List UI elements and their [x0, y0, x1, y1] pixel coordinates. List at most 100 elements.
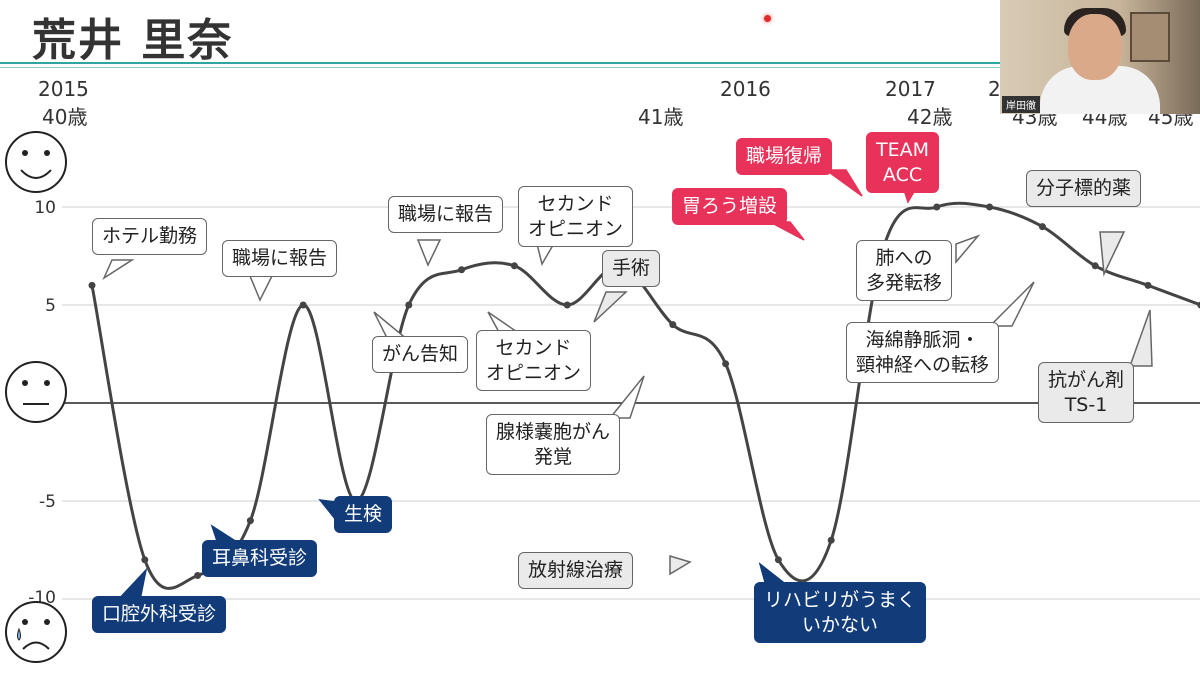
event-callout: 肺への多発転移: [856, 240, 953, 302]
event-callout: がん告知: [372, 336, 469, 373]
callout-tail: [608, 375, 645, 419]
event-callout: 胃ろう増設: [672, 188, 788, 225]
callout-text-line: TEAM: [876, 139, 930, 161]
callout-tail: [1128, 309, 1153, 367]
presenter-name-tag: 岸田徹: [1002, 96, 1040, 113]
y-tick-label: 5: [45, 296, 56, 316]
callout-text-line: 胃ろう増設: [682, 195, 778, 217]
callout-tail: [669, 554, 692, 576]
title-rule-thin: [0, 67, 1010, 68]
callout-text-line: 頸神経への転移: [856, 353, 990, 376]
event-callout: 放射線治療: [518, 552, 634, 589]
event-callout: 職場に報告: [388, 196, 504, 233]
callout-text-line: 海綿静脈洞・: [865, 329, 980, 351]
slide-title: 荒井 里奈: [32, 15, 234, 66]
callout-text-line: 口腔外科受診: [102, 603, 217, 625]
callout-tail: [988, 281, 1035, 327]
callout-text-line: ホテル勤務: [102, 225, 198, 247]
data-point: [722, 360, 730, 368]
data-point: [194, 571, 202, 579]
callout-text-line: 多発転移: [866, 271, 943, 294]
callout-text-line: オピニオン: [528, 217, 624, 240]
year-header: 2017: [885, 77, 936, 101]
callout-text-line: いかない: [802, 613, 879, 636]
presenter-face: [1068, 14, 1122, 80]
title-rule: [0, 62, 1010, 64]
data-point: [563, 301, 571, 309]
callout-text-line: 腺様嚢胞がん: [496, 421, 611, 443]
year-header: 2: [988, 77, 1001, 101]
callout-text-line: 分子標的薬: [1036, 177, 1132, 199]
callout-text-line: 生検: [344, 503, 383, 525]
data-point: [88, 281, 96, 289]
callout-tail: [416, 239, 442, 267]
callout-text-line: がん告知: [382, 343, 459, 365]
event-callout: 口腔外科受診: [92, 596, 227, 633]
age-header: 40歳: [42, 105, 88, 129]
callout-tail: [593, 291, 628, 323]
year-header: 2015: [38, 77, 89, 101]
y-tick-label: -5: [39, 492, 56, 512]
callout-text-line: 職場復帰: [746, 145, 823, 167]
happy-face-icon: [5, 131, 67, 193]
callout-text-line: 肺への: [875, 247, 933, 269]
data-point: [510, 262, 518, 270]
y-tick-label: 10: [34, 198, 56, 218]
data-point: [1144, 281, 1152, 289]
callout-text-line: ACC: [882, 163, 923, 186]
callout-tail: [769, 221, 805, 241]
data-point: [458, 266, 466, 274]
callout-text-line: セカンド: [495, 337, 572, 359]
data-point: [986, 203, 994, 211]
webcam-overlay: 岸田徹: [1000, 0, 1200, 114]
callout-text-line: 手術: [612, 257, 651, 279]
event-callout: 職場に報告: [222, 240, 338, 277]
event-callout: ホテル勤務: [92, 218, 208, 255]
data-point: [405, 301, 413, 309]
event-callout: 職場復帰: [736, 138, 833, 175]
event-callout: 生検: [334, 496, 393, 533]
callout-tail: [102, 259, 135, 280]
event-callout: 腺様嚢胞がん発覚: [486, 414, 621, 476]
callout-text-line: TS-1: [1064, 393, 1108, 416]
callout-text-line: 放射線治療: [528, 559, 624, 581]
wall-picture: [1130, 12, 1170, 62]
laser-pointer-dot: [764, 15, 771, 22]
callout-tail: [248, 275, 274, 302]
callout-text-line: 耳鼻科受診: [212, 547, 308, 569]
event-callout: セカンドオピニオン: [518, 186, 634, 248]
callout-tail: [1099, 231, 1126, 277]
data-point: [141, 556, 149, 564]
callout-text-line: セカンド: [537, 193, 614, 215]
callout-text-line: オピニオン: [486, 361, 582, 384]
data-point: [1091, 262, 1099, 270]
event-callout: 手術: [602, 250, 661, 287]
grid-lines: [62, 206, 1200, 600]
event-callout: セカンドオピニオン: [476, 330, 592, 392]
data-point: [1197, 301, 1200, 309]
age-header: 42歳: [907, 105, 953, 129]
callout-text-line: リハビリがうまく: [764, 589, 917, 611]
neutral-face-icon: [5, 361, 67, 423]
data-point: [933, 203, 941, 211]
year-header: 2016: [720, 77, 771, 101]
event-callout: 分子標的薬: [1026, 170, 1142, 207]
callout-tail: [955, 234, 981, 265]
callout-text-line: 抗がん剤: [1048, 369, 1125, 391]
callout-tail: [823, 169, 863, 197]
sad-face-icon: [5, 601, 67, 663]
data-point: [299, 301, 307, 309]
event-callout: 海綿静脈洞・頸神経への転移: [846, 322, 1000, 384]
data-point: [1038, 223, 1046, 231]
data-point: [827, 536, 835, 544]
callout-text-line: 職場に報告: [398, 203, 494, 225]
age-header: 41歳: [638, 105, 684, 129]
callout-text-line: 職場に報告: [232, 247, 328, 269]
data-point: [246, 517, 254, 525]
callout-text-line: 発覚: [534, 445, 573, 468]
event-callout: 耳鼻科受診: [202, 540, 318, 577]
data-point: [774, 556, 782, 564]
